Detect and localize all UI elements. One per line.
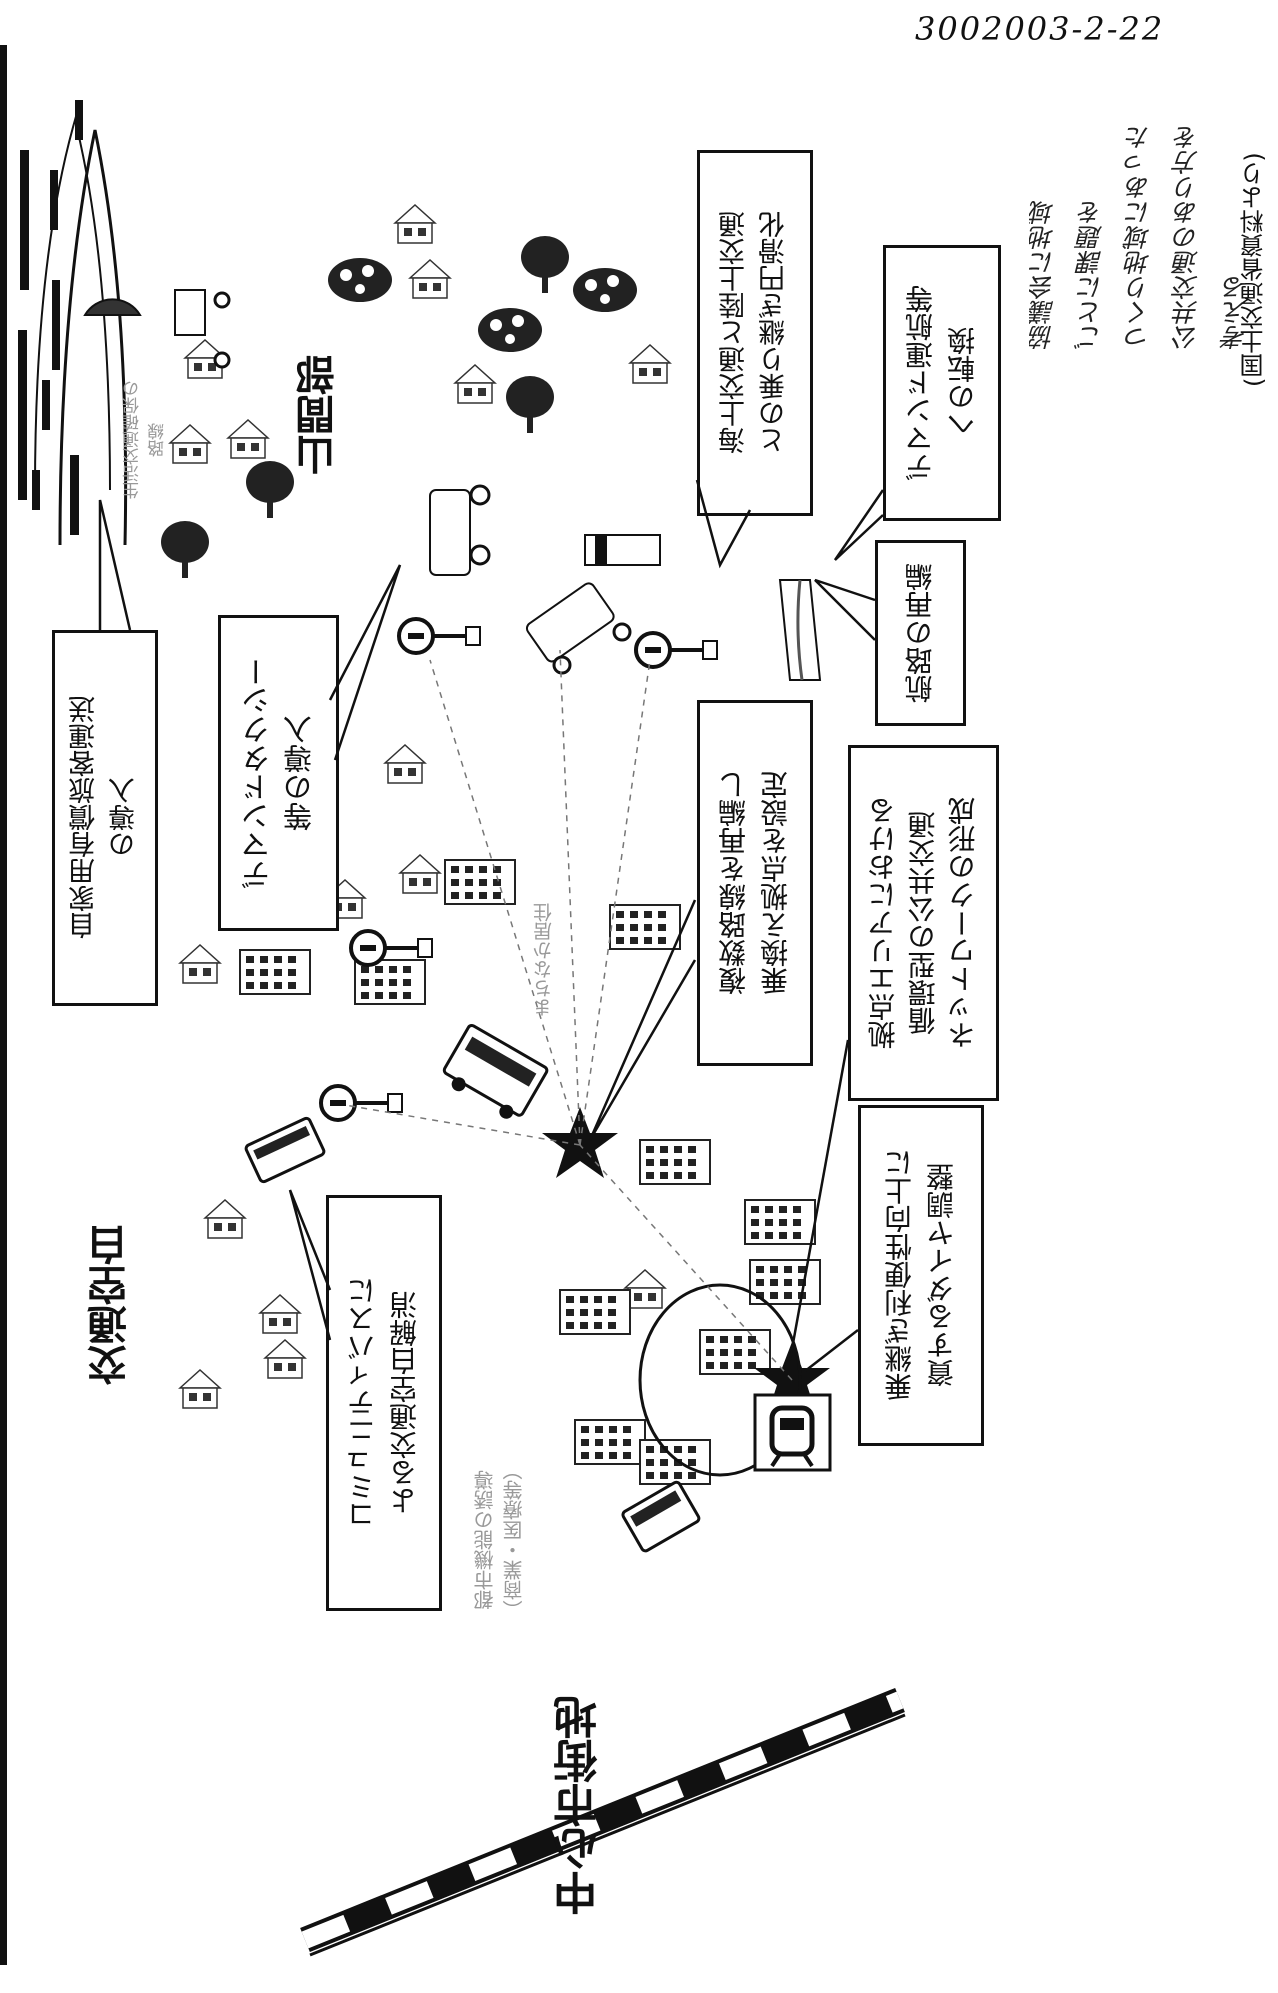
bus-icon	[244, 1023, 701, 1553]
railway-line	[300, 1687, 906, 1957]
ship-icon	[778, 579, 822, 681]
callout-demand-unko: デマンド運航等 への転換	[883, 245, 1001, 521]
train-icon	[753, 1393, 832, 1472]
lighthouse-icon	[584, 534, 661, 566]
document-number: 3002003-2-22	[915, 10, 1165, 48]
callout-demand-taxi: デマンドタクシー 等の導入	[218, 615, 339, 931]
callout-norikae-benri: 乗継ぎ利便性向上に 資するダイヤ調整	[858, 1105, 984, 1446]
route-lines	[344, 649, 793, 1381]
taxi-icon	[174, 289, 632, 675]
callout-kaijo-rikujo: 海上交通と陸上交通 との乗り継ぎ円滑化	[697, 150, 813, 516]
page-edge	[0, 45, 7, 1965]
mountain-icon	[18, 100, 142, 546]
callout-fukusu-rosen: 複数路線を再編し 乗換え拠点を設定	[697, 700, 813, 1066]
hub-area-circle	[638, 1283, 802, 1477]
callout-kyoten-area: 拠点エリアにおける 循環型の公共交通 ネットワークの形成	[848, 745, 999, 1101]
callout-jikayo: 自家用有償旅客運送 の導入	[52, 630, 158, 1006]
callout-koro-saihen: 航路の再編	[875, 540, 966, 726]
callout-community-bus: コミュニティバスに よる交通空白解消	[326, 1195, 442, 1611]
